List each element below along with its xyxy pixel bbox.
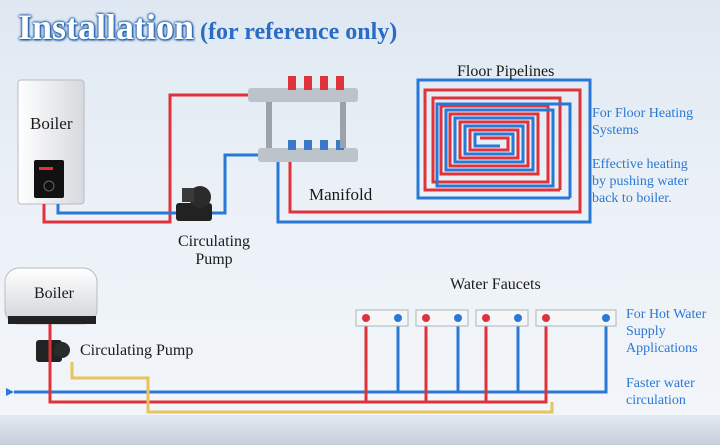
hot-water-note-line2: Supply bbox=[626, 324, 666, 339]
top-boiler-label: Boiler bbox=[30, 114, 73, 133]
top-pump-label-line1: Circulating bbox=[178, 233, 250, 250]
wall-boiler bbox=[17, 79, 85, 205]
manifold-label: Manifold bbox=[309, 185, 373, 204]
pipe-hot-supply bbox=[42, 93, 250, 224]
floor-strip bbox=[0, 415, 720, 445]
bottom-pump-label: Circulating Pump bbox=[80, 342, 194, 359]
faster-circulation-note: Faster water circulation bbox=[626, 375, 695, 409]
floor-heating-note-line1: For Floor Heating bbox=[592, 106, 694, 121]
top-pump bbox=[176, 186, 212, 221]
pipe-cold-return bbox=[56, 153, 258, 215]
inlet-arrow bbox=[6, 388, 14, 396]
floor-loop bbox=[431, 96, 572, 198]
floor-heating-note-line2: Systems bbox=[592, 123, 639, 138]
bottom-boiler-label: Boiler bbox=[34, 285, 74, 302]
faucet-risers bbox=[364, 318, 520, 402]
pipe-return bbox=[70, 362, 554, 414]
pipe-hot-main bbox=[48, 318, 548, 404]
hot-water-note-line1: For Hot Water bbox=[626, 307, 707, 322]
title-subtitle: (for reference only) bbox=[200, 19, 398, 45]
water-faucets bbox=[355, 309, 617, 327]
pipe-floor-cold bbox=[276, 78, 592, 224]
floor-heating-note: For Floor Heating Systems bbox=[592, 105, 693, 139]
pipe-floor-hot bbox=[288, 88, 582, 214]
page-title: Installation(for reference only) bbox=[18, 6, 397, 48]
effective-heating-note-line2: by pushing water bbox=[592, 174, 689, 189]
faster-circulation-note-line2: circulation bbox=[626, 393, 686, 408]
bottom-pump bbox=[36, 340, 70, 362]
top-pump-label: Circulating Pump bbox=[178, 233, 250, 269]
title-main: Installation bbox=[18, 7, 195, 47]
top-pump-label-line2: Pump bbox=[195, 251, 233, 268]
faster-circulation-note-line1: Faster water bbox=[626, 376, 695, 391]
hot-water-note: For Hot Water Supply Applications bbox=[626, 306, 706, 357]
water-faucets-label: Water Faucets bbox=[450, 276, 541, 293]
effective-heating-note-line1: Effective heating bbox=[592, 157, 688, 172]
manifold bbox=[248, 76, 358, 162]
pipe-main-cold bbox=[14, 318, 608, 394]
effective-heating-note-line3: back to boiler. bbox=[592, 191, 672, 206]
effective-heating-note: Effective heating by pushing water back … bbox=[592, 156, 688, 207]
hot-water-note-line3: Applications bbox=[626, 341, 698, 356]
floor-pipelines-label: Floor Pipelines bbox=[457, 63, 555, 80]
